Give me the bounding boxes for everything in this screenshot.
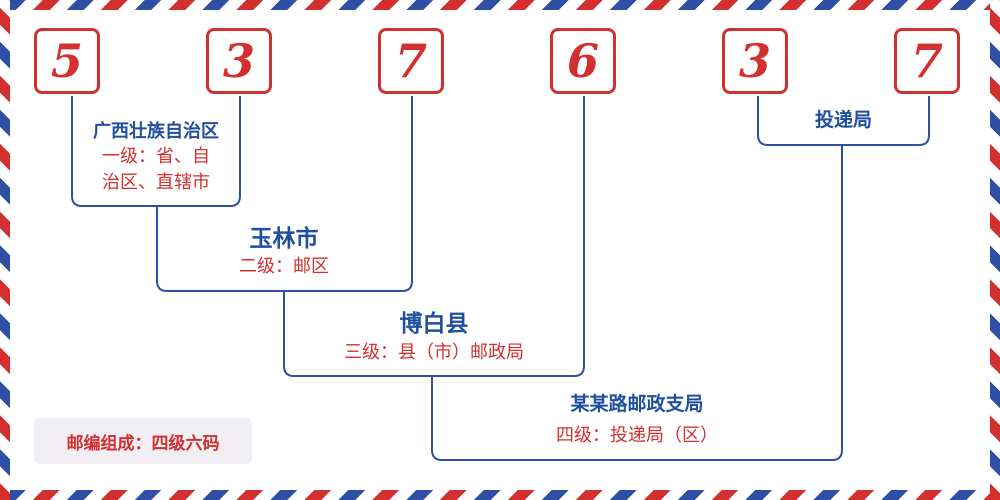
level1-name: 广西壮族自治区 [93,121,219,142]
level1-desc-line1: 一级：省、自 [102,146,210,167]
composition-badge: 邮编组成：四级六码 [34,418,252,464]
digit-text: 6 [566,34,599,88]
postal-digit-2: 3 [206,28,272,94]
connector-level4 [431,145,843,461]
postal-digit-6: 7 [894,28,960,94]
connector-delivery [757,96,930,146]
digit-text: 7 [910,34,943,88]
digit-text: 5 [50,34,83,88]
level2-label: 玉林市 二级：邮区 [158,224,410,280]
digit-text: 7 [394,34,427,88]
airmail-border-bottom [0,490,1000,500]
level3-label: 博白县 三级：县（市）邮政局 [286,308,582,366]
level1-label: 广西壮族自治区 一级：省、自 治区、直辖市 [74,120,238,196]
airmail-border-right [990,0,1000,500]
level2-name: 玉林市 [249,225,319,252]
level1-desc-line2: 治区、直辖市 [102,172,210,193]
level4-name: 某某路邮政支局 [570,393,704,415]
level3-name: 博白县 [399,310,469,337]
delivery-name: 投递局 [814,109,872,131]
postal-digit-3: 7 [378,28,444,94]
level4-desc: 四级：投递局（区） [556,425,718,446]
postal-digit-1: 5 [34,28,100,94]
connector-level3 [283,96,585,377]
digit-text: 3 [222,34,255,88]
level3-desc: 三级：县（市）邮政局 [344,342,524,363]
digit-text: 3 [738,34,771,88]
postal-digit-4: 6 [550,28,616,94]
airmail-border-top [0,0,1000,10]
level2-desc: 二级：邮区 [239,256,329,277]
level4-label: 某某路邮政支局 四级：投递局（区） [434,390,840,454]
airmail-border-left [0,0,10,500]
delivery-label: 投递局 [760,106,927,134]
postal-digit-5: 3 [722,28,788,94]
